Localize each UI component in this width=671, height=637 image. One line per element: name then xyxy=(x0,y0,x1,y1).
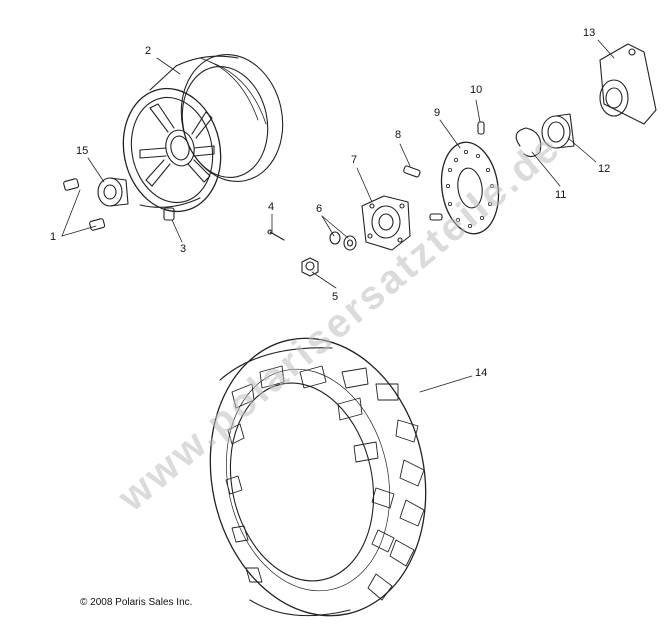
callout-13: 13 xyxy=(583,27,596,39)
callout-15: 15 xyxy=(76,145,89,157)
callout-3: 3 xyxy=(180,243,187,255)
leader-lines xyxy=(61,39,615,393)
callout-4: 4 xyxy=(268,201,275,213)
valve-stem xyxy=(163,207,175,221)
callout-12: 12 xyxy=(598,163,611,175)
callout-2: 2 xyxy=(145,45,152,57)
callout-8: 8 xyxy=(395,129,402,141)
tire xyxy=(209,337,427,617)
callout-6: 6 xyxy=(316,203,323,215)
callout-14: 14 xyxy=(475,367,488,379)
callout-10: 10 xyxy=(470,84,483,96)
callout-11: 11 xyxy=(555,189,567,201)
snap-ring xyxy=(515,127,542,158)
wheel-rim xyxy=(122,53,284,213)
disc-screw xyxy=(477,121,485,135)
hub-cap xyxy=(97,177,129,207)
bearing xyxy=(541,113,575,149)
callout-9: 9 xyxy=(434,107,441,119)
brake-disc xyxy=(429,141,500,235)
callout-1: 1 xyxy=(50,231,57,243)
wheel-studs xyxy=(63,178,106,231)
castle-nut xyxy=(301,257,319,277)
wheel-hub xyxy=(361,195,411,251)
washers xyxy=(329,231,357,251)
copyright-notice: © 2008 Polaris Sales Inc. xyxy=(80,597,193,608)
steering-knuckle xyxy=(599,43,657,125)
callout-5: 5 xyxy=(332,291,339,303)
brake-bolt xyxy=(403,165,421,178)
cotter-pin xyxy=(267,229,285,241)
callout-7: 7 xyxy=(351,154,358,166)
